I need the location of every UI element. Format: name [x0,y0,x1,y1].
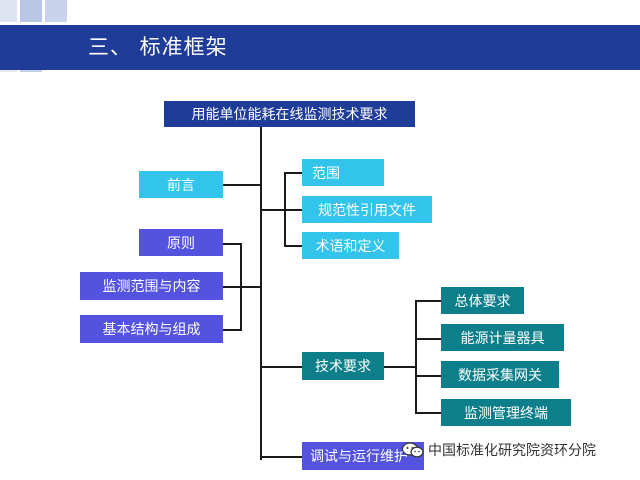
node-terminal: 监测管理终端 [441,399,571,426]
root-node: 用能单位能耗在线监测技术要求 [164,101,415,127]
watermark-text: 中国标准化研究院资环分院 [428,443,596,459]
connector-scope [284,172,302,174]
watermark: 中国标准化研究院资环分院 [402,440,596,460]
connector-tech-out [384,366,416,368]
connector-trunk [260,125,262,460]
connector-principle [222,243,242,245]
connector-terminal [415,412,441,414]
node-normative-refs: 规范性引用文件 [302,196,432,223]
node-general: 总体要求 [441,287,524,314]
connector-debug [260,456,302,458]
deco-square [0,0,17,22]
node-data-gateway: 数据采集网关 [441,361,559,388]
node-scope: 范围 [302,159,384,186]
connector-preface [222,184,261,186]
connector-terms [284,245,302,247]
connector-energy-meter [415,338,441,340]
deco-square [45,0,67,22]
connector-right-upper-h [260,209,286,211]
node-scope-content: 监测范围与内容 [80,272,223,300]
node-tech-req: 技术要求 [302,352,384,380]
connector-normative [284,209,302,211]
node-preface: 前言 [139,171,223,198]
deco-square [20,0,42,22]
connector-general [415,300,441,302]
connector-tech-req [260,366,302,368]
node-principle: 原则 [139,229,223,256]
node-debug-run: 调试与运行维护 [302,442,424,470]
connector-structure [222,329,242,331]
node-terms: 术语和定义 [302,232,399,259]
header-band [0,25,640,70]
connector-scope-content [222,286,261,288]
wechat-icon [402,442,424,458]
node-energy-meter: 能源计量器具 [441,324,564,351]
connector-tech-children-v [415,300,417,413]
connector-data-gateway [415,375,441,377]
slide-title: 三、 标准框架 [88,35,228,59]
node-structure: 基本结构与组成 [80,315,223,343]
